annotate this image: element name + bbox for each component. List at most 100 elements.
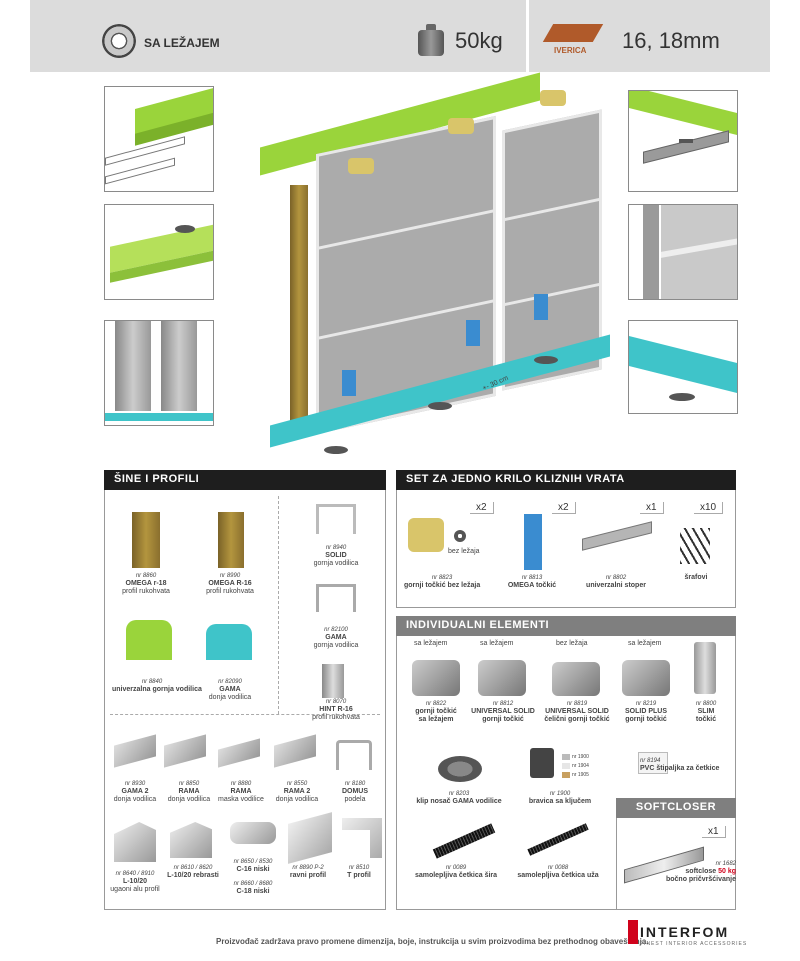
- weight-icon: [418, 24, 444, 56]
- color-swatch: [562, 763, 570, 769]
- detail-door-edge: [628, 204, 738, 300]
- clip-carrier-icon: [438, 756, 482, 782]
- individual-title: INDIVIDUALNI ELEMENTI: [396, 616, 736, 636]
- profile-icon: [218, 512, 244, 568]
- detail-handle-profile: [104, 320, 214, 426]
- material-label: IVERICA: [554, 46, 587, 55]
- header-divider: [526, 0, 529, 72]
- softcloser-title: SOFTCLOSER: [616, 798, 736, 818]
- profile-icon: [322, 664, 344, 698]
- logo-icon: [628, 920, 638, 944]
- profile-icon: [132, 512, 160, 568]
- set-item: šrafovi: [684, 574, 708, 581]
- door-set-title: SET ZA JEDNO KRILO KLIZNIH VRATA: [396, 470, 736, 490]
- spec-header: SA LEŽAJEM 50kg IVERICA 16, 18mm: [30, 0, 770, 72]
- clip-icon: [428, 402, 452, 410]
- detail-top-rail: [104, 86, 214, 192]
- top-wheel-icon: [540, 90, 566, 106]
- wheel-type: bez ležaja: [556, 640, 588, 647]
- brand-tagline: FINEST INTERIOR ACCESSORIES: [640, 941, 748, 947]
- profile-icon: [206, 624, 252, 660]
- bottom-wheel-icon: [342, 370, 356, 396]
- rails-section-title: ŠINE I PROFILI: [104, 470, 386, 490]
- profile-icon: [230, 822, 276, 844]
- bottom-wheel-icon: [466, 320, 480, 346]
- qty-label: x2: [470, 502, 494, 514]
- color-swatch: [562, 772, 570, 778]
- bottom-wheel-icon: [534, 294, 548, 320]
- pvc-clip-icon: [638, 752, 668, 774]
- wheel-icon: [552, 662, 600, 696]
- top-wheel-icon: [348, 158, 374, 174]
- brand-logo: INTERFOM: [640, 924, 730, 940]
- profile-icon: [316, 504, 356, 534]
- clip-icon: [534, 356, 558, 364]
- thickness-label: 16, 18mm: [622, 28, 720, 53]
- wood-board-icon: [542, 24, 604, 42]
- color-swatch: [562, 754, 570, 760]
- qty-label: x1: [702, 826, 726, 838]
- detail-stopper: [628, 90, 738, 192]
- screws-icon: [680, 528, 710, 564]
- slim-wheel-icon: [694, 642, 716, 694]
- weight-label: 50kg: [455, 28, 503, 53]
- wheel-icon: [412, 660, 460, 696]
- profile-icon: [336, 740, 372, 770]
- wheel-type: sa ležajem: [480, 640, 514, 647]
- bearing-label: SA LEŽAJEM: [144, 36, 220, 50]
- profile-icon: [316, 584, 356, 612]
- sliding-door-diagram: +- 30 cm: [220, 72, 625, 460]
- clip-icon: [324, 446, 348, 454]
- qty-label: x10: [694, 502, 724, 514]
- wheel-icon: [622, 660, 670, 696]
- profile-icon: [126, 620, 172, 660]
- detail-bottom-rail: [628, 320, 738, 414]
- bearing-icon: [102, 24, 136, 58]
- wheel-disc-icon: [454, 530, 466, 542]
- lock-icon: [530, 748, 554, 778]
- detail-rail-clip: [104, 204, 214, 300]
- wheel-icon: [478, 660, 526, 696]
- qty-label: x2: [552, 502, 576, 514]
- wheel-type: sa ležajem: [628, 640, 662, 647]
- disclaimer-text: Proizvođač zadržava pravo promene dimenz…: [216, 937, 649, 946]
- wheel-type: sa ležajem: [414, 640, 448, 647]
- omega-wheel-icon: [524, 514, 542, 570]
- door-set-section: [396, 470, 736, 608]
- wheel-icon: [408, 518, 444, 552]
- no-bearing-note: bez ležaja: [448, 548, 480, 555]
